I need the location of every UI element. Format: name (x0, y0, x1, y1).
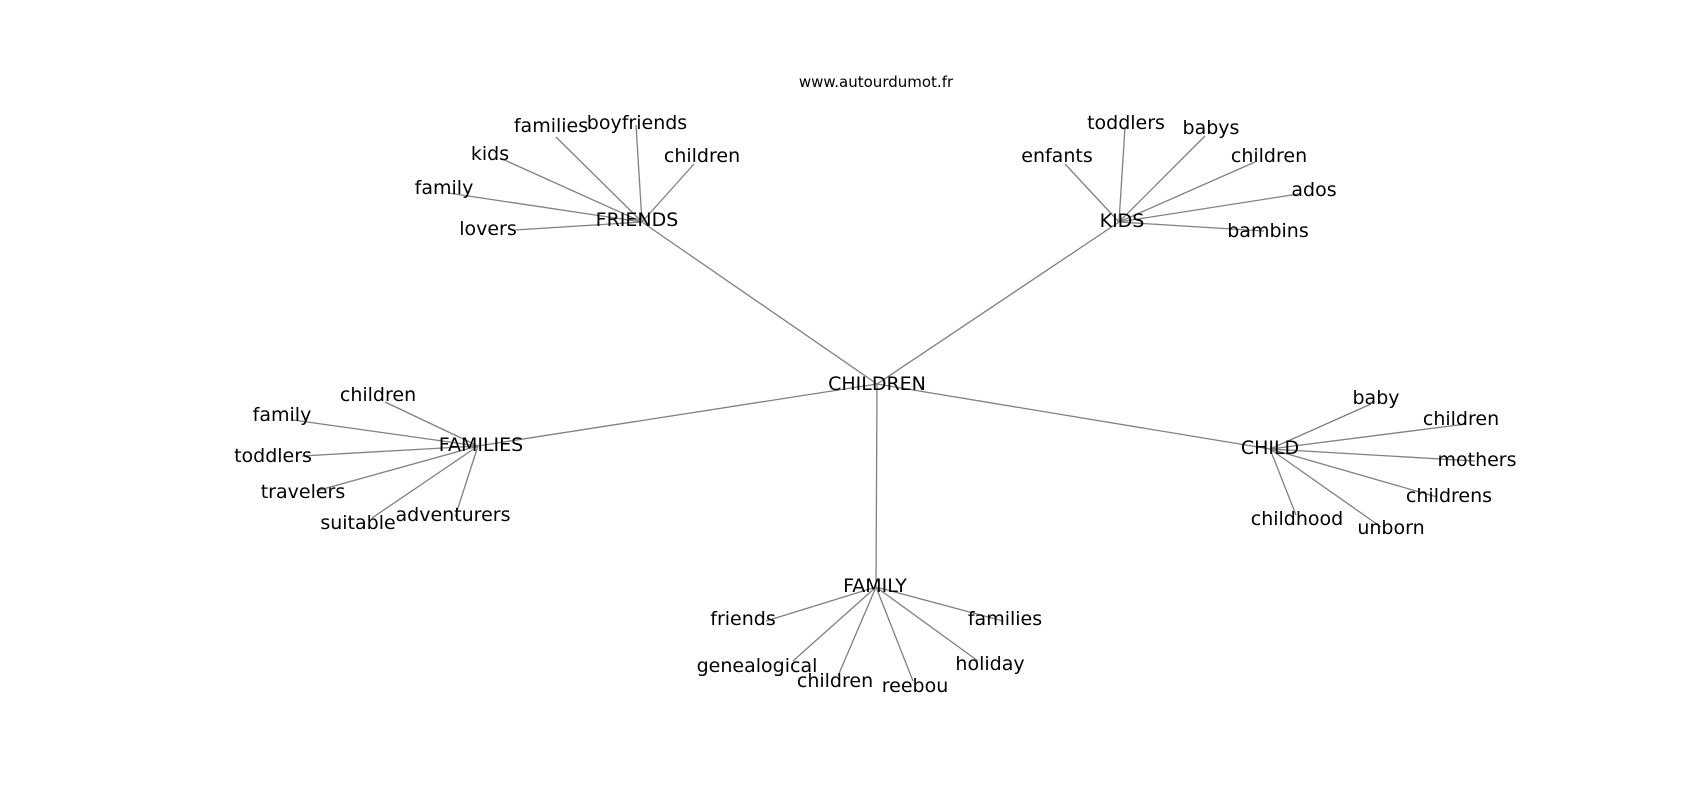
node-branch-child: CHILD (1241, 437, 1299, 459)
node-branch-friends: FRIENDS (596, 209, 679, 231)
node-leaf-families-toddlers: toddlers (234, 445, 312, 467)
node-leaf-child-children: children (1423, 408, 1499, 430)
node-leaf-kids-toddlers: toddlers (1087, 112, 1165, 134)
edge-family-holiday (875, 586, 979, 662)
edge-families-suitable (371, 445, 479, 519)
node-leaf-family-families: families (968, 608, 1042, 630)
edge-family-reebou (875, 586, 914, 682)
edge-friends-boyfriends (635, 124, 643, 223)
node-branch-family: FAMILY (843, 575, 907, 597)
node-leaf-child-childrens: childrens (1406, 485, 1492, 507)
node-leaf-child-mothers: mothers (1437, 449, 1516, 471)
node-leaf-friends-boyfriends: boyfriends (587, 112, 687, 134)
edge-kids-toddlers (1118, 126, 1126, 223)
node-leaf-families-family: family (253, 404, 312, 426)
edge-kids-babys (1118, 135, 1206, 223)
node-leaf-family-friends: friends (710, 608, 775, 630)
edge-friends-family (447, 192, 643, 223)
edge-friends-kids (499, 157, 643, 223)
node-leaf-kids-children: children (1231, 145, 1307, 167)
edge-family-genealogical (792, 586, 877, 662)
node-leaf-friends-family: family (415, 177, 474, 199)
edge-friends-children (641, 163, 695, 223)
edge-families-children (384, 401, 479, 447)
node-leaf-child-unborn: unborn (1357, 517, 1424, 539)
node-leaf-family-holiday: holiday (955, 653, 1024, 675)
node-leaf-families-suitable: suitable (320, 512, 395, 534)
node-leaf-families-adventurers: adventurers (396, 504, 511, 526)
node-leaf-family-children: children (797, 670, 873, 692)
edge-root-kids (876, 221, 1120, 385)
node-leaf-kids-babys: babys (1183, 117, 1240, 139)
node-leaf-kids-enfants: enfants (1021, 145, 1092, 167)
node-leaf-friends-children: children (664, 145, 740, 167)
edge-family-friends (765, 586, 877, 622)
node-branch-families: FAMILIES (439, 434, 523, 456)
edge-child-childrens (1269, 448, 1438, 498)
node-leaf-friends-kids: kids (471, 143, 509, 165)
edge-child-children (1269, 423, 1467, 450)
edge-root-family (875, 383, 878, 588)
node-branch-kids: KIDS (1100, 210, 1145, 232)
node-leaf-family-reebou: reebou (882, 675, 949, 697)
edge-families-travelers (315, 445, 479, 492)
edge-child-baby (1269, 403, 1372, 450)
edge-root-child (876, 383, 1271, 450)
graph-labels: CHILDRENFRIENDSfamiliesboyfriendschildre… (234, 112, 1516, 697)
edge-friends-lovers (514, 221, 643, 231)
edge-root-friends (641, 221, 878, 385)
edge-friends-families (555, 136, 643, 223)
edge-kids-bambins (1118, 221, 1265, 232)
edge-family-children (837, 586, 877, 677)
edge-root-families (477, 383, 878, 447)
node-leaf-child-childhood: childhood (1251, 508, 1343, 530)
edge-kids-ados (1118, 193, 1299, 223)
edge-child-mothers (1269, 448, 1476, 462)
node-leaf-families-travelers: travelers (261, 481, 346, 503)
edge-families-toddlers (301, 445, 479, 457)
node-leaf-friends-lovers: lovers (459, 218, 517, 240)
edge-kids-enfants (1064, 163, 1120, 223)
edge-family-families (875, 586, 1004, 622)
node-leaf-friends-families: families (514, 115, 588, 137)
node-leaf-families-children: children (340, 384, 416, 406)
edge-families-adventurers (454, 445, 479, 518)
edge-child-unborn (1269, 448, 1382, 528)
graph-edges (292, 124, 1476, 682)
node-root-children: CHILDREN (828, 373, 926, 395)
node-leaf-kids-bambins: bambins (1227, 220, 1309, 242)
source-label: www.autourdumot.fr (799, 73, 954, 91)
edge-kids-children (1118, 161, 1256, 223)
node-leaf-family-genealogical: genealogical (697, 655, 818, 677)
node-leaf-kids-ados: ados (1291, 179, 1336, 201)
edge-child-childhood (1269, 448, 1297, 516)
node-leaf-child-baby: baby (1352, 387, 1399, 409)
edge-families-family (292, 419, 479, 447)
